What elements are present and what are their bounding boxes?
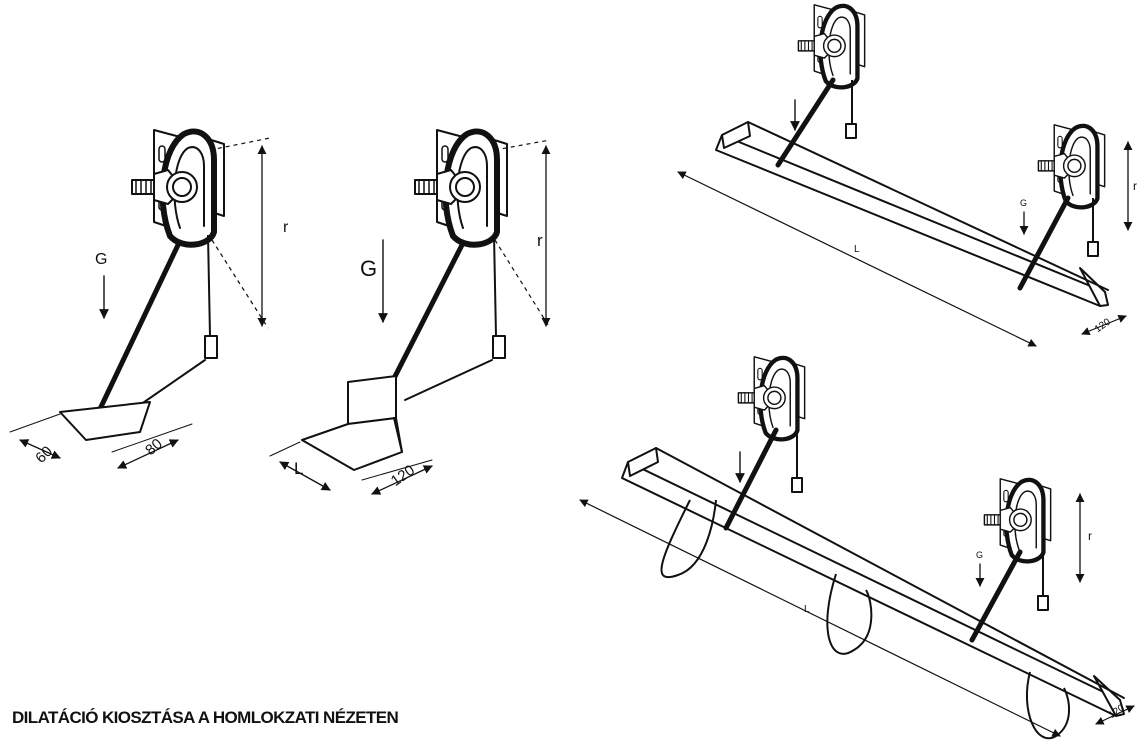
bracket-clamp-4a: [738, 357, 804, 440]
load-label: G: [1020, 198, 1027, 208]
figure-4-angle-rail-with-heating-loops: G r L 120: [579, 357, 1135, 740]
bracket-clamp-3a: [798, 5, 864, 88]
bracket-clamp-3b: [1038, 125, 1104, 208]
dim-L-label: L: [294, 459, 303, 478]
load-label: G: [95, 251, 107, 268]
figure-3-angle-rail-with-two-brackets: G r L 120: [677, 5, 1137, 347]
angle-foot-upright: [347, 375, 397, 425]
bracket-clamp-1: [132, 130, 224, 245]
length-dimension: [579, 499, 1061, 737]
length-label: L: [854, 244, 860, 255]
caption-text: DILATÁCIÓ KIOSZTÁSA A HOMLOKZATI NÉZETEN: [12, 708, 399, 727]
length-label: L: [804, 604, 810, 615]
dim-120-label: 120: [388, 462, 418, 490]
angle-foot-base: [301, 417, 403, 471]
base-plate: [59, 401, 151, 441]
figure-1-bracket-with-flat-plate: r G 60 80: [9, 130, 289, 469]
rail: [715, 121, 1109, 307]
height-label: r: [1088, 529, 1092, 543]
bracket-clamp-4b: [984, 479, 1050, 562]
load-label: G: [976, 550, 983, 560]
figure-2-bracket-with-angle-foot: r G L 120: [269, 130, 551, 495]
height-label: r: [283, 219, 289, 236]
height-label: r: [1133, 179, 1137, 193]
load-label: G: [360, 256, 377, 281]
height-label: r: [537, 231, 543, 250]
length-dimension: [677, 171, 1037, 347]
bracket-clamp-2: [415, 130, 507, 245]
